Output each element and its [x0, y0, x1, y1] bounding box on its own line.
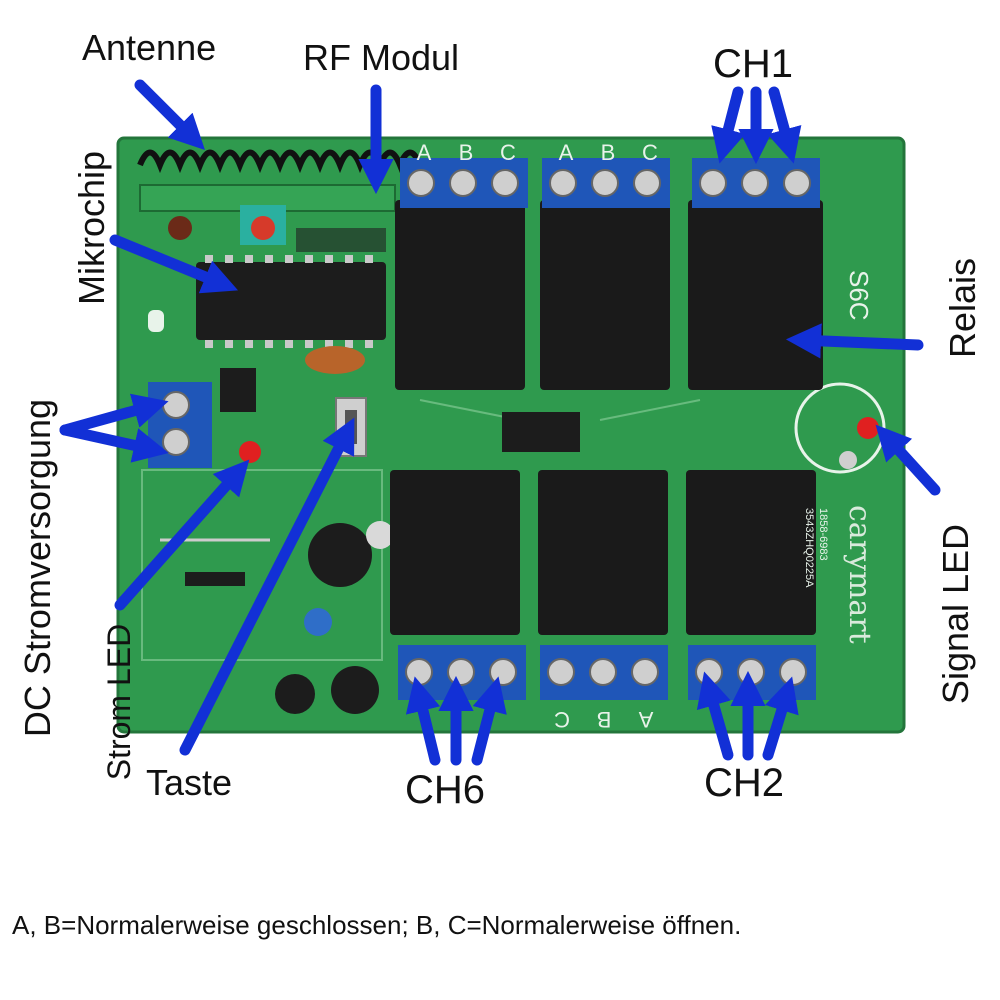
term-letter: B [597, 707, 612, 732]
arrow-taste [179, 417, 355, 756]
term-letter: C [500, 140, 516, 165]
callout-arrows [59, 79, 941, 766]
label-taste: Taste [146, 762, 233, 803]
arrow-ch1-a [711, 86, 746, 164]
terminal-letters-top: A B C A B C [417, 140, 658, 165]
power-led [239, 441, 261, 463]
term-letter: A [638, 707, 653, 732]
label-ch1: CH1 [713, 42, 794, 86]
term-letter: C [642, 140, 658, 165]
dc-power-terminal [148, 382, 212, 468]
label-rf-modul: RF Modul [303, 37, 460, 78]
term-letter: A [417, 140, 432, 165]
terminal-letters-bottom: C B A [554, 707, 653, 732]
label-dc-stromversorgung: DC Stromversorgung [17, 398, 58, 738]
arrow-mikrochip [109, 234, 239, 294]
arrow-ch2-c [762, 676, 799, 761]
arrow-strom-led [114, 459, 250, 611]
label-strom-led: Strom LED [101, 623, 137, 781]
arrow-antenne [134, 79, 205, 150]
board-model: S6C [844, 270, 874, 321]
rf-module [139, 184, 396, 252]
microchip [196, 255, 386, 348]
label-relais: Relais [942, 257, 983, 359]
label-ch6: CH6 [405, 768, 486, 812]
footer-note: A, B=Normalerweise geschlossen; B, C=Nor… [12, 910, 742, 940]
board-brand: carymart [842, 505, 877, 644]
arrow-signal-led [875, 424, 941, 496]
term-letter: A [559, 140, 574, 165]
board-part-no-1: 1858-6983 [817, 508, 829, 561]
terminal-blocks-top [400, 158, 820, 208]
label-signal-led: Signal LED [935, 523, 976, 705]
arrow-dc-2 [59, 424, 169, 463]
term-letter: C [554, 707, 570, 732]
small-components [160, 346, 580, 714]
term-letter: B [601, 140, 616, 165]
arrow-relais [785, 323, 924, 359]
arrow-ch2-a [696, 671, 734, 761]
label-antenne: Antenne [82, 27, 217, 68]
arrow-dc-1 [59, 393, 169, 436]
term-letter: B [459, 140, 474, 165]
arrow-ch1-c [767, 86, 802, 164]
arrow-ch6-a [405, 676, 441, 766]
label-mikrochip: Mikrochip [71, 150, 112, 306]
board-part-no-2: 3543ZHQ0225A [803, 508, 815, 588]
label-ch2: CH2 [704, 761, 785, 805]
arrow-ch6-c [471, 676, 507, 766]
